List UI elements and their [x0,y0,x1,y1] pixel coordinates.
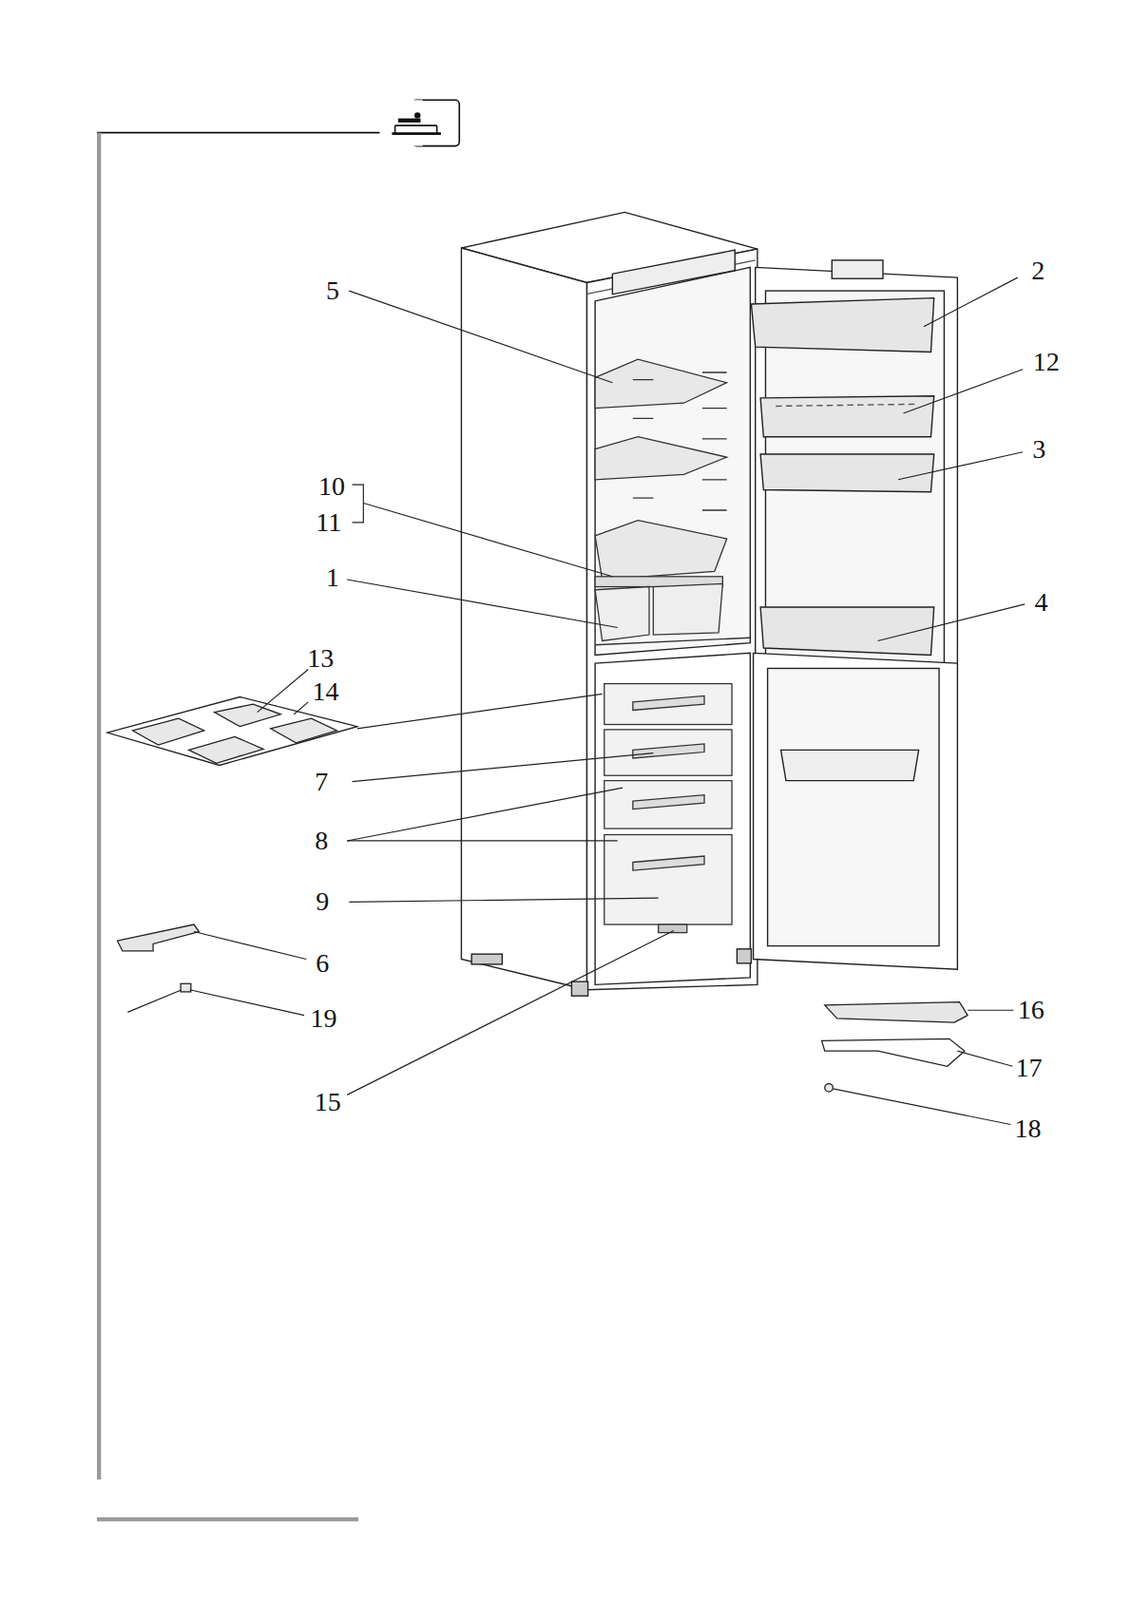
callout-number: 5 [324,276,342,306]
cabinet [460,211,757,997]
callout-number: 15 [312,1088,344,1117]
callout-number: 3 [1030,435,1048,464]
callout-number: 8 [312,826,330,856]
callout-number: 18 [1012,1114,1043,1144]
callout-number: 2 [1029,256,1047,286]
leader-lines [190,277,1025,1125]
callout-number: 7 [312,767,330,797]
callout-number: 10 [316,472,347,501]
callout-number: 14 [310,677,342,707]
callout-number: 12 [1031,347,1062,377]
callout-number: 1 [324,563,342,593]
spare-parts [117,924,969,1093]
doors [750,260,958,970]
callout-number: 19 [307,1004,339,1034]
callout-number: 17 [1014,1054,1045,1083]
page-frame [96,99,460,1522]
freezer-drawers [604,684,732,934]
ice-tray [107,697,358,767]
callout-number: 11 [313,508,344,538]
callout-number: 6 [313,949,331,979]
callout-number: 13 [305,644,336,673]
fridge-shelves [594,359,750,646]
callout-number: 4 [1032,588,1050,617]
callout-number: 16 [1016,996,1047,1025]
callout-number: 9 [313,887,331,917]
